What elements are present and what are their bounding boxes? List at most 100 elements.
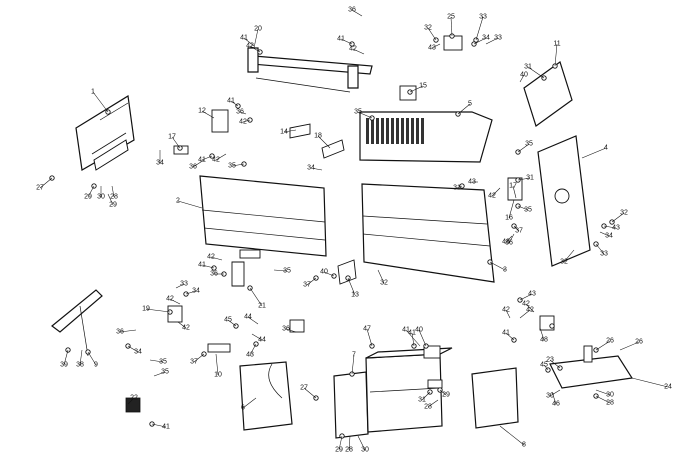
- callout-number: 14: [280, 128, 288, 136]
- callout-number: 42: [246, 42, 254, 50]
- part-8-door: [471, 367, 519, 429]
- callout-number: 25: [447, 13, 455, 21]
- leader-line: [366, 328, 373, 347]
- callout-number: 40: [320, 268, 328, 276]
- callout-number: 37: [303, 281, 311, 289]
- callout-number: 27: [300, 384, 308, 392]
- callout-number: 45: [540, 361, 548, 369]
- leader-line: [169, 298, 181, 305]
- leader-line: [595, 389, 611, 396]
- callout-number: 42: [239, 118, 247, 126]
- callout-number: 4: [604, 144, 608, 152]
- leader-line: [239, 111, 247, 115]
- callout-number: 43: [502, 238, 510, 246]
- callout-number: 29: [109, 201, 117, 209]
- leader-line: [357, 111, 373, 119]
- leader-line: [79, 349, 83, 366]
- callout-number: 13: [351, 291, 359, 299]
- callout-number: 41: [162, 423, 170, 431]
- leader-line: [595, 395, 611, 404]
- leader-line: [227, 319, 237, 327]
- leader-line: [411, 332, 415, 347]
- leader-line: [352, 48, 365, 55]
- leader-line: [505, 235, 513, 243]
- callout-number: 34: [192, 287, 200, 295]
- callout-number: 5: [468, 100, 472, 108]
- leader-line: [145, 308, 171, 313]
- callout-number: 9: [94, 361, 98, 369]
- callout-number: 43: [528, 290, 536, 298]
- leader-line: [551, 391, 557, 405]
- cover-fin: [411, 118, 414, 144]
- cover-fin: [376, 118, 379, 144]
- callout-number: 44: [244, 313, 252, 321]
- leader-line: [215, 353, 219, 376]
- leader-line: [485, 37, 499, 45]
- callout-number: 30: [546, 392, 554, 400]
- callout-number: 45: [224, 316, 232, 324]
- leader-line: [357, 435, 366, 451]
- fastener: [549, 323, 555, 329]
- callout-number: 6: [241, 404, 245, 412]
- leader-line: [306, 277, 317, 286]
- leader-line: [519, 309, 531, 319]
- leader-line: [210, 256, 223, 261]
- callout-number: 32: [424, 24, 432, 32]
- leader-line: [595, 243, 605, 255]
- callout-number: 17: [509, 182, 517, 190]
- callout-number: 20: [254, 25, 262, 33]
- leader-line: [581, 147, 607, 159]
- leader-line: [409, 85, 424, 93]
- part-2-front-left-panel: [199, 175, 327, 257]
- callout-number: 30: [97, 193, 105, 201]
- leader-line: [595, 340, 611, 351]
- leader-line: [230, 100, 239, 107]
- callout-number: 35: [159, 358, 167, 366]
- part-20-top-bar: [247, 47, 373, 93]
- leader-line: [107, 193, 114, 206]
- leader-line: [475, 16, 484, 41]
- leader-line: [127, 397, 135, 405]
- leader-line: [193, 353, 205, 363]
- leader-line: [310, 167, 323, 171]
- leader-line: [87, 351, 97, 366]
- leader-line: [418, 329, 427, 347]
- callout-number: 43: [246, 351, 254, 359]
- callout-number: 36: [348, 6, 356, 14]
- callout-number: 46: [552, 400, 560, 408]
- callout-number: 37: [190, 358, 198, 366]
- leader-line: [450, 16, 453, 37]
- callout-number: 40: [520, 71, 528, 79]
- callout-number: 41: [227, 97, 235, 105]
- cover-fin: [386, 118, 389, 144]
- leader-line: [185, 290, 197, 295]
- leader-line: [249, 45, 261, 53]
- callout-number: 40: [415, 326, 423, 334]
- callout-number: 34: [134, 348, 142, 356]
- leader-line: [489, 261, 506, 271]
- leader-line: [243, 37, 255, 47]
- callout-number: 28: [110, 193, 118, 201]
- leader-line: [347, 277, 356, 296]
- leader-line: [92, 91, 109, 113]
- leader-line: [242, 397, 257, 409]
- leader-line: [499, 425, 525, 446]
- callout-number: 36: [116, 328, 124, 336]
- leader-line: [427, 27, 437, 41]
- leader-line: [63, 349, 69, 366]
- leader-line: [527, 66, 545, 79]
- leader-line: [427, 399, 439, 408]
- leader-line: [517, 143, 530, 153]
- leader-line: [338, 435, 343, 451]
- leader-line: [177, 200, 203, 209]
- callout-number: 15: [419, 82, 427, 90]
- callout-number: 29: [442, 391, 450, 399]
- callout-number: 8: [522, 441, 526, 449]
- leader-line: [456, 185, 463, 189]
- leader-line: [508, 199, 515, 219]
- leader-line: [505, 309, 511, 319]
- leader-line: [231, 163, 245, 167]
- callout-number: 41: [198, 261, 206, 269]
- leader-line: [457, 103, 471, 115]
